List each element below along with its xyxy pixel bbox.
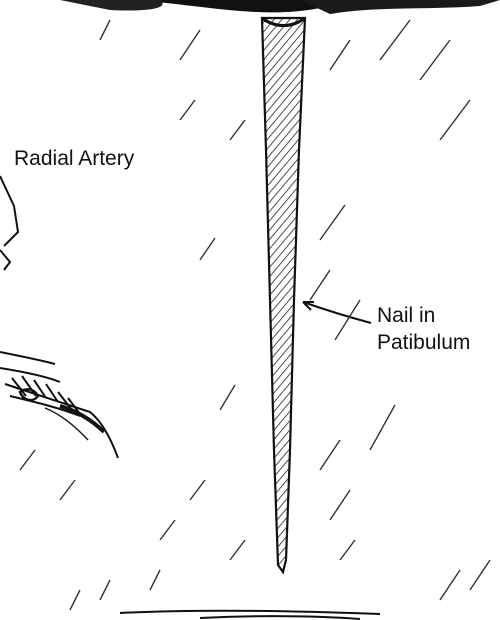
nail-label-line2: Patibulum	[377, 330, 470, 357]
radial-artery-label: Radial Artery	[14, 146, 134, 173]
wrist-anatomy-sketch	[0, 176, 118, 458]
nail-in-patibulum-label: Nail in Patibulum	[377, 303, 470, 357]
nail-shaft	[262, 18, 305, 572]
nail-label-line1: Nail in	[377, 303, 470, 330]
bottom-edge	[120, 611, 380, 619]
nail-leader-line	[303, 302, 371, 323]
nail-head	[60, 0, 500, 14]
